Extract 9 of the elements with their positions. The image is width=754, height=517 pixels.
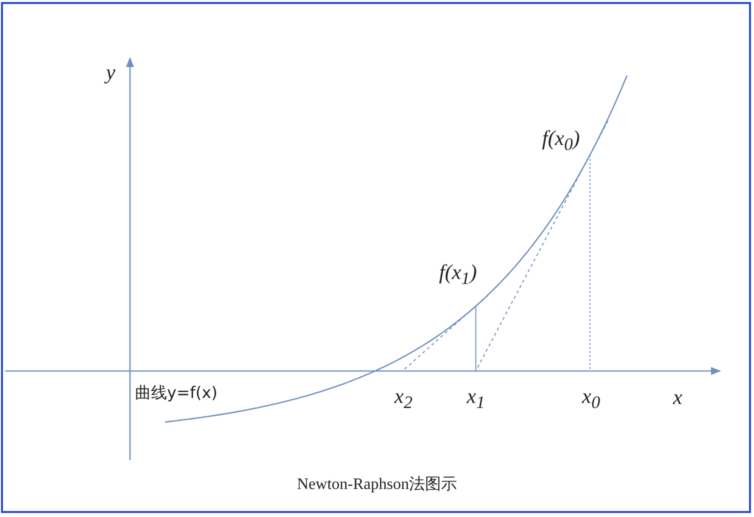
point-label: f(x$_{1}$) — [439, 262, 477, 288]
axis-label: y — [106, 62, 116, 83]
curve-label: 曲线y=f(x) — [135, 385, 218, 401]
point-label: f(x$_{0}$) — [542, 128, 580, 154]
point-label: x$_{2}$ — [394, 386, 412, 412]
point-label: x$_{0}$ — [582, 386, 600, 412]
axis-label: x — [673, 387, 682, 408]
caption: Newton-Raphson法图示 — [297, 477, 457, 493]
point-label: x$_{1}$ — [466, 386, 485, 412]
